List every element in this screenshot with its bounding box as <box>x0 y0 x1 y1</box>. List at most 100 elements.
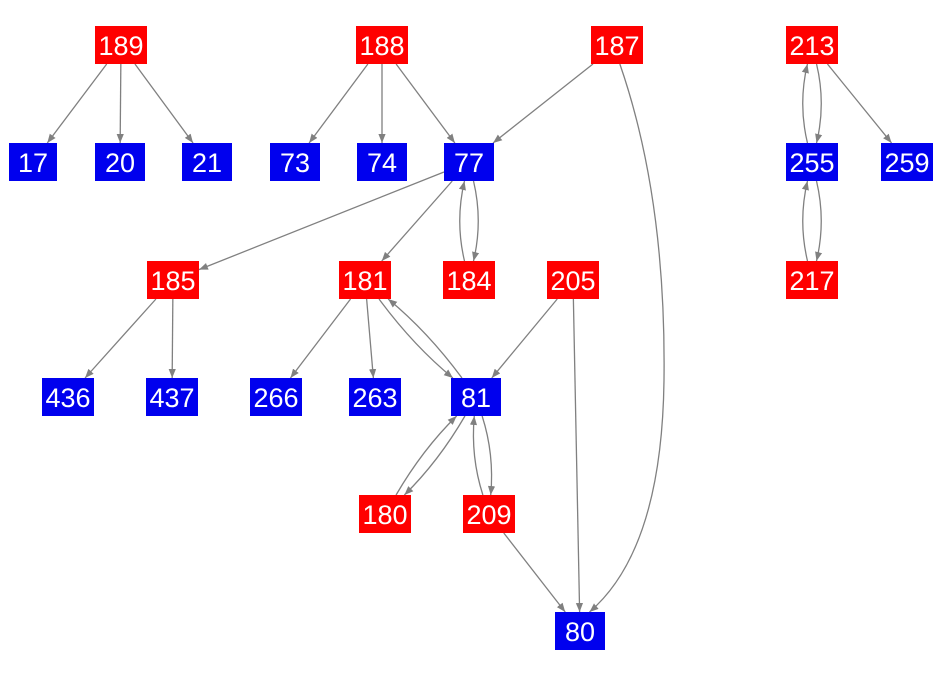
node-label-180: 180 <box>362 500 407 530</box>
edge-205-to-80 <box>572 298 584 613</box>
edge-181-to-263 <box>365 298 377 379</box>
node-box-437 <box>146 378 198 416</box>
node-label-73: 73 <box>280 148 310 178</box>
node-box-21 <box>182 143 232 181</box>
node-label-213: 213 <box>789 31 834 61</box>
node-label-77: 77 <box>454 148 484 178</box>
edge-217-to-255 <box>801 180 809 262</box>
edge-209-to-80 <box>503 532 566 613</box>
edge-77-to-185 <box>198 171 445 271</box>
edge-187-to-80 <box>589 63 665 613</box>
node-label-74: 74 <box>367 148 397 178</box>
edge-81-to-209 <box>481 415 496 496</box>
node-label-255: 255 <box>789 148 834 178</box>
node-box-81 <box>451 378 501 416</box>
node-74: 74 <box>357 143 407 181</box>
node-box-209 <box>463 495 515 533</box>
edge-213-to-259 <box>826 63 893 144</box>
node-label-184: 184 <box>446 266 491 296</box>
node-label-266: 266 <box>253 383 298 413</box>
node-180: 180 <box>359 495 411 533</box>
edge-255-to-217 <box>815 180 823 262</box>
node-189: 189 <box>95 26 147 64</box>
node-187: 187 <box>591 26 643 64</box>
node-label-205: 205 <box>550 266 595 296</box>
nodes-layer: 189 188 187 213 17 20 21 73 74 77 255 259 185 181 184 2… <box>9 26 933 650</box>
node-81: 81 <box>451 378 501 416</box>
node-73: 73 <box>270 143 320 181</box>
node-box-187 <box>591 26 643 64</box>
node-box-436 <box>42 378 94 416</box>
node-188: 188 <box>356 26 408 64</box>
node-263: 263 <box>349 378 401 416</box>
edge-188-to-73 <box>308 63 369 144</box>
node-box-73 <box>270 143 320 181</box>
node-label-209: 209 <box>466 500 511 530</box>
node-77: 77 <box>444 143 494 181</box>
edge-184-to-77 <box>458 180 466 262</box>
node-205: 205 <box>547 261 599 299</box>
node-label-188: 188 <box>359 31 404 61</box>
node-label-437: 437 <box>149 383 194 413</box>
edge-188-to-77 <box>395 63 456 144</box>
edge-205-to-81 <box>491 298 558 379</box>
edge-81-to-181 <box>387 298 463 379</box>
node-17: 17 <box>9 143 57 181</box>
node-label-185: 185 <box>150 266 195 296</box>
node-label-81: 81 <box>461 383 491 413</box>
node-185: 185 <box>147 261 199 299</box>
node-box-180 <box>359 495 411 533</box>
node-box-77 <box>444 143 494 181</box>
node-label-20: 20 <box>105 148 135 178</box>
edges-layer <box>46 63 893 613</box>
node-437: 437 <box>146 378 198 416</box>
edge-187-to-77 <box>492 63 594 144</box>
node-box-255 <box>786 143 838 181</box>
edge-180-to-81 <box>395 415 458 496</box>
edge-77-to-181 <box>381 180 453 262</box>
node-label-80: 80 <box>565 617 595 647</box>
node-box-184 <box>443 261 495 299</box>
node-box-189 <box>95 26 147 64</box>
node-20: 20 <box>95 143 145 181</box>
node-184: 184 <box>443 261 495 299</box>
edge-189-to-21 <box>134 63 194 144</box>
node-box-259 <box>881 143 933 181</box>
edge-181-to-266 <box>289 298 352 379</box>
node-label-217: 217 <box>789 266 834 296</box>
node-255: 255 <box>786 143 838 181</box>
node-box-217 <box>786 261 838 299</box>
edge-185-to-437 <box>168 298 176 379</box>
node-box-213 <box>786 26 838 64</box>
node-box-266 <box>250 378 302 416</box>
node-label-189: 189 <box>98 31 143 61</box>
node-box-17 <box>9 143 57 181</box>
edge-255-to-213 <box>801 63 809 144</box>
node-21: 21 <box>182 143 232 181</box>
node-box-185 <box>147 261 199 299</box>
node-80: 80 <box>555 612 605 650</box>
node-436: 436 <box>42 378 94 416</box>
node-box-205 <box>547 261 599 299</box>
node-label-263: 263 <box>352 383 397 413</box>
node-217: 217 <box>786 261 838 299</box>
node-213: 213 <box>786 26 838 64</box>
edge-77-to-184 <box>472 180 480 262</box>
node-box-80 <box>555 612 605 650</box>
node-box-181 <box>339 261 391 299</box>
node-label-17: 17 <box>18 148 48 178</box>
edge-185-to-436 <box>84 298 157 379</box>
node-label-259: 259 <box>884 148 929 178</box>
edge-213-to-255 <box>815 63 823 144</box>
node-box-74 <box>357 143 407 181</box>
node-209: 209 <box>463 495 515 533</box>
node-box-263 <box>349 378 401 416</box>
node-box-188 <box>356 26 408 64</box>
node-266: 266 <box>250 378 302 416</box>
node-label-21: 21 <box>192 148 222 178</box>
node-181: 181 <box>339 261 391 299</box>
edge-189-to-17 <box>46 63 108 144</box>
node-label-436: 436 <box>45 383 90 413</box>
edge-209-to-81 <box>469 415 484 496</box>
